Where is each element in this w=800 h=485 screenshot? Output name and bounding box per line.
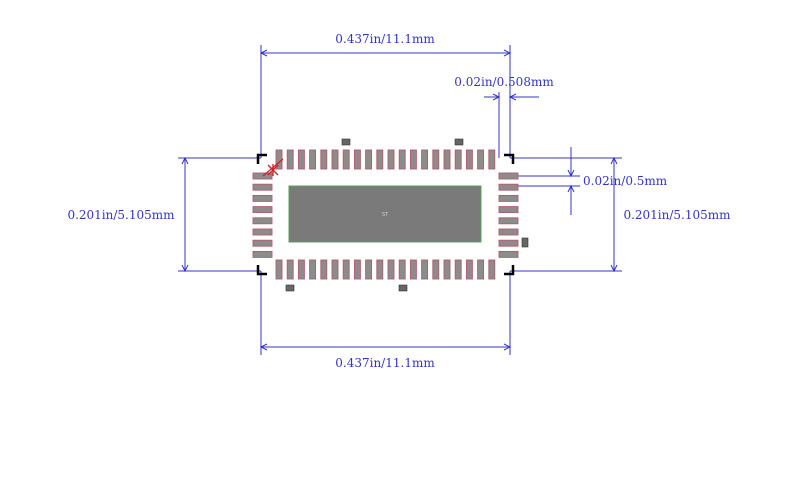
top-pad	[342, 149, 350, 170]
bottom-pad	[477, 259, 485, 280]
pin1-marker	[262, 158, 284, 177]
top-pad	[454, 149, 462, 170]
bottom-pad	[376, 259, 384, 280]
right-pad	[498, 250, 519, 258]
bottom-pad	[275, 259, 283, 280]
fiducial-mark	[285, 284, 295, 292]
bottom-pad	[365, 259, 373, 280]
bottom-pad	[342, 259, 350, 280]
top-pad	[387, 149, 395, 170]
bottom-pad	[286, 259, 294, 280]
top-pad	[309, 149, 317, 170]
dimension-arrows	[181, 49, 618, 351]
right-height-label: 0.201in/5.105mm	[623, 208, 731, 222]
bottom-pad	[320, 259, 328, 280]
left-pad	[252, 183, 273, 191]
bottom-pad	[432, 259, 440, 280]
left-pad	[252, 239, 273, 247]
top-pad	[409, 149, 417, 170]
left-pad	[252, 217, 273, 225]
top-pad	[398, 149, 406, 170]
dimension-lines	[178, 45, 622, 355]
bottom-pad	[387, 259, 395, 280]
fiducial-mark	[521, 237, 529, 248]
top-pad	[353, 149, 361, 170]
bottom-pad	[454, 259, 462, 280]
pad-width-label: 0.02in/0.508mm	[454, 75, 554, 89]
right-pad	[498, 228, 519, 236]
fiducial-group	[285, 138, 529, 292]
right-pad	[498, 172, 519, 180]
top-pad	[477, 149, 485, 170]
right-pad	[498, 239, 519, 247]
left-pad	[252, 172, 273, 180]
left-pad	[252, 250, 273, 258]
bottom-pad	[488, 259, 496, 280]
bottom-pad	[465, 259, 473, 280]
bottom-pad	[398, 259, 406, 280]
top-pad	[421, 149, 429, 170]
left-pad	[252, 206, 273, 214]
top-pad	[297, 149, 305, 170]
right-pad	[498, 217, 519, 225]
top-pad	[465, 149, 473, 170]
bottom-pad	[309, 259, 317, 280]
pad-group	[252, 149, 519, 280]
component-body	[288, 185, 482, 243]
top-pad	[331, 149, 339, 170]
fiducial-mark	[454, 138, 464, 146]
top-pad	[286, 149, 294, 170]
left-pad	[252, 194, 273, 202]
top-pad	[432, 149, 440, 170]
component-center-label: ST	[382, 212, 389, 218]
bottom-pad	[409, 259, 417, 280]
left-height-label: 0.201in/5.105mm	[67, 208, 175, 222]
top-pad	[376, 149, 384, 170]
corner-marks	[256, 153, 515, 276]
left-pad	[252, 228, 273, 236]
bottom-pad	[421, 259, 429, 280]
bottom-width-label: 0.437in/11.1mm	[335, 356, 435, 370]
right-pad	[498, 206, 519, 214]
top-pad	[365, 149, 373, 170]
bottom-pad	[297, 259, 305, 280]
fiducial-mark	[398, 284, 408, 292]
right-pad	[498, 183, 519, 191]
pitch-label: 0.02in/0.5mm	[583, 174, 668, 188]
top-width-label: 0.437in/11.1mm	[335, 32, 435, 46]
top-pad	[443, 149, 451, 170]
right-pad	[498, 194, 519, 202]
bottom-pad	[353, 259, 361, 280]
bottom-pad	[331, 259, 339, 280]
top-pad	[320, 149, 328, 170]
bottom-pad	[443, 259, 451, 280]
fiducial-mark	[341, 138, 351, 146]
top-pad	[488, 149, 496, 170]
